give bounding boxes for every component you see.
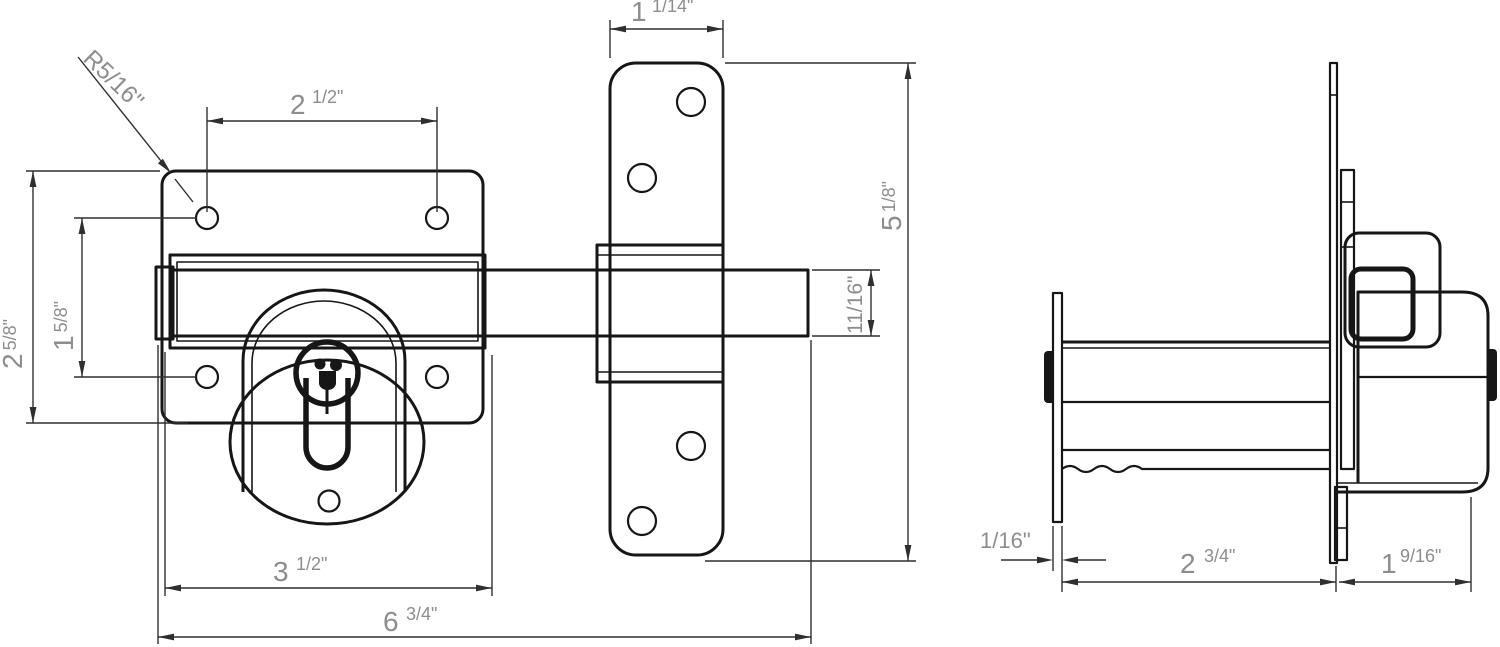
dim-hole-spacing-whole: 2: [290, 89, 306, 120]
keep-plate-side: [1328, 61, 1339, 565]
dim-body-depth-frac: 9/16": [1400, 546, 1441, 566]
dim-cylinder-length-whole: 2: [1180, 548, 1196, 579]
keep-hole-2: [626, 162, 658, 194]
dim-hole-vertical-label: 15/8": [48, 301, 79, 351]
fixing-hole-bottom: [317, 489, 341, 513]
bolt-guide-side: [1343, 231, 1442, 349]
dim-overall-length-frac: 3/4": [406, 604, 437, 624]
dim-hole-spacing: 2 1/2": [206, 87, 438, 212]
bolt-channel: [168, 253, 487, 350]
dim-keep-width-whole: 1: [631, 0, 647, 27]
dim-hole-spacing-frac: 1/2": [312, 87, 343, 107]
dim-overall-length: 6 3/4": [157, 340, 812, 644]
keep-plate: [608, 61, 725, 557]
keep-foot: [1333, 485, 1349, 562]
lock-body-side: [1337, 290, 1490, 494]
dim-cylinder-length-frac: 3/4": [1204, 546, 1235, 566]
dim-body-width-whole: 3: [273, 556, 289, 587]
barrel-knurl: [1061, 464, 1331, 474]
keep-bolt-guide: [595, 243, 725, 384]
euro-cylinder-keyway: [303, 378, 351, 471]
keep-backstrip: [1339, 168, 1356, 471]
key-pin-left: [314, 358, 326, 370]
dim-bolt-height-label: 11/16": [844, 276, 867, 334]
bolt-cross-section: [1348, 266, 1416, 342]
dim-keep-width: 1 1/14": [609, 0, 724, 58]
screw-hole-bottom-right: [424, 364, 450, 390]
dim-plate-height-label: 25/8": [0, 319, 28, 369]
cylinder-escutcheon-oval: [228, 358, 426, 526]
cylinder-arch-outer: [241, 288, 407, 492]
dim-plate-height: 25/8": [0, 170, 188, 424]
side-view: [1044, 61, 1497, 565]
keep-hole-1: [675, 86, 707, 118]
cylinder-rose-plate: [1051, 291, 1064, 524]
dim-body-depth-whole: 1: [1381, 548, 1397, 579]
body-side-tab: [1488, 349, 1497, 401]
dim-keep-height-label: 51/8": [876, 181, 907, 231]
cylinder-nose: [1044, 351, 1053, 403]
dim-body-width: 3 1/2": [164, 352, 493, 596]
dim-plate-thickness: 1/16": [980, 526, 1106, 592]
keep-hole-3: [675, 430, 707, 462]
bolt: [170, 268, 810, 338]
dimension-annotations: R5/16" 2 1/2" 1 1/14": [0, 0, 1472, 644]
dim-bolt-height: 11/16": [812, 269, 880, 337]
front-view: [154, 61, 810, 557]
dim-radius-label: R5/16": [78, 45, 149, 115]
dim-keep-width-frac: 1/14": [652, 0, 693, 16]
screw-hole-bottom-left: [194, 364, 220, 390]
dim-overall-length-whole: 6: [383, 606, 399, 637]
dim-keep-height: 51/8": [705, 62, 916, 562]
cylinder-arch-inner: [251, 300, 397, 492]
dim-radius-callout: R5/16": [77, 45, 194, 203]
lock-backplate: [160, 169, 485, 425]
dim-hole-vertical: 15/8": [48, 217, 196, 378]
dim-plate-thickness-label: 1/16": [980, 528, 1031, 553]
keep-hole-4: [626, 505, 658, 537]
dim-body-width-frac: 1/2": [296, 554, 327, 574]
dim-body-depth: 1 9/16": [1339, 497, 1472, 592]
dim-cylinder-length: 2 3/4": [1062, 546, 1337, 592]
keyway-blob: [319, 371, 336, 390]
key-pin-right: [330, 359, 342, 371]
